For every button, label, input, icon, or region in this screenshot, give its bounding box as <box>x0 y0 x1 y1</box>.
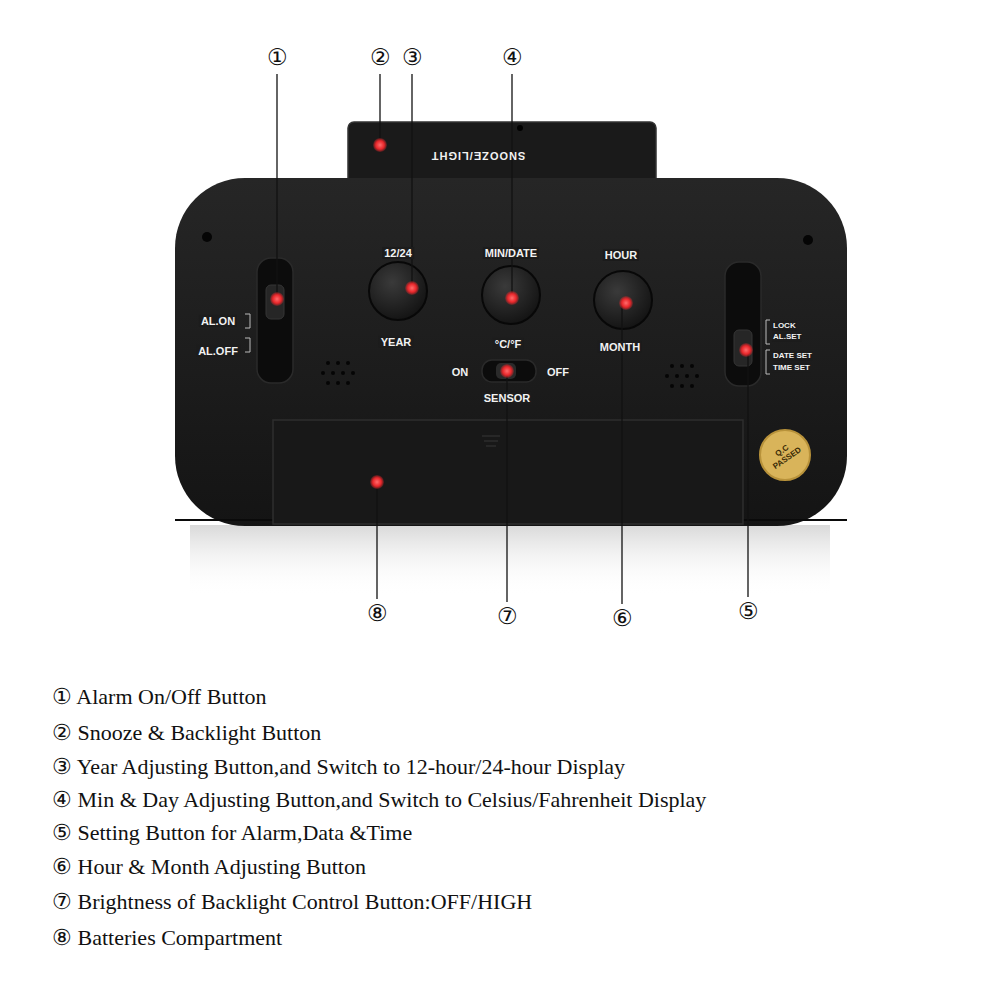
speaker-holes <box>321 361 699 388</box>
hole <box>517 125 523 131</box>
qc-sticker <box>760 430 810 480</box>
button-label: °C/°F <box>493 338 524 350</box>
switch-label: AL.ON <box>199 315 237 327</box>
switch-knob <box>496 363 516 379</box>
leader-lines <box>277 74 748 604</box>
callout-number: ④ <box>502 45 523 70</box>
legend-line: ⑦ Brightness of Backlight Control Button… <box>52 890 532 914</box>
legend-line: ⑧ Batteries Compartment <box>52 926 282 950</box>
screw-hole <box>202 232 212 242</box>
slider-knob <box>734 330 752 366</box>
battery-door <box>273 420 743 524</box>
screw-hole <box>803 235 813 245</box>
legend-line: ① Alarm On/Off Button <box>52 685 267 709</box>
switch-label: AL.SET <box>772 333 802 342</box>
switch-label: ON <box>450 366 471 378</box>
reflection <box>190 525 830 595</box>
button-label: HOUR <box>603 249 639 261</box>
legend-line: ④ Min & Day Adjusting Button,and Switch … <box>52 788 706 812</box>
button <box>369 262 427 320</box>
legend-line: ③ Year Adjusting Button,and Switch to 12… <box>52 755 625 779</box>
button-label: MONTH <box>598 341 642 353</box>
switch-label: AL.OFF <box>196 345 240 357</box>
button-label: MIN/DATE <box>483 247 539 259</box>
callout-number: ⑥ <box>612 606 633 631</box>
callout-number: ③ <box>402 45 423 70</box>
switch-label: SENSOR <box>482 392 532 404</box>
door-grip <box>482 436 500 446</box>
bracket <box>245 314 250 352</box>
legend-line: ⑤ Setting Button for Alarm,Data &Time <box>52 821 412 845</box>
marker-dots <box>270 138 753 489</box>
switch-label: OFF <box>545 366 571 378</box>
slider-knob <box>266 285 284 319</box>
bracket <box>766 320 770 374</box>
clock-housing <box>175 178 847 526</box>
legend-line: ② Snooze & Backlight Button <box>52 721 321 745</box>
setting-slider <box>725 262 761 386</box>
switch-label: TIME SET <box>772 364 811 373</box>
legend-line: ⑥ Hour & Month Adjusting Button <box>52 855 366 879</box>
alarm-slider <box>257 258 293 383</box>
button <box>482 266 540 324</box>
callout-number: ⑤ <box>738 599 759 624</box>
callout-number: ⑦ <box>497 604 518 629</box>
button-label: SNOOZE/LIGHT <box>431 150 526 162</box>
switch-label: LOCK <box>772 322 797 331</box>
button <box>594 271 652 329</box>
button-label: 12/24 <box>382 247 414 259</box>
callout-number: ⑧ <box>367 601 388 626</box>
switch-label: DATE SET <box>772 352 813 361</box>
callout-number: ② <box>370 45 391 70</box>
callout-number: ① <box>267 45 288 70</box>
sensor-switch <box>482 360 536 382</box>
button-label: YEAR <box>379 336 414 348</box>
